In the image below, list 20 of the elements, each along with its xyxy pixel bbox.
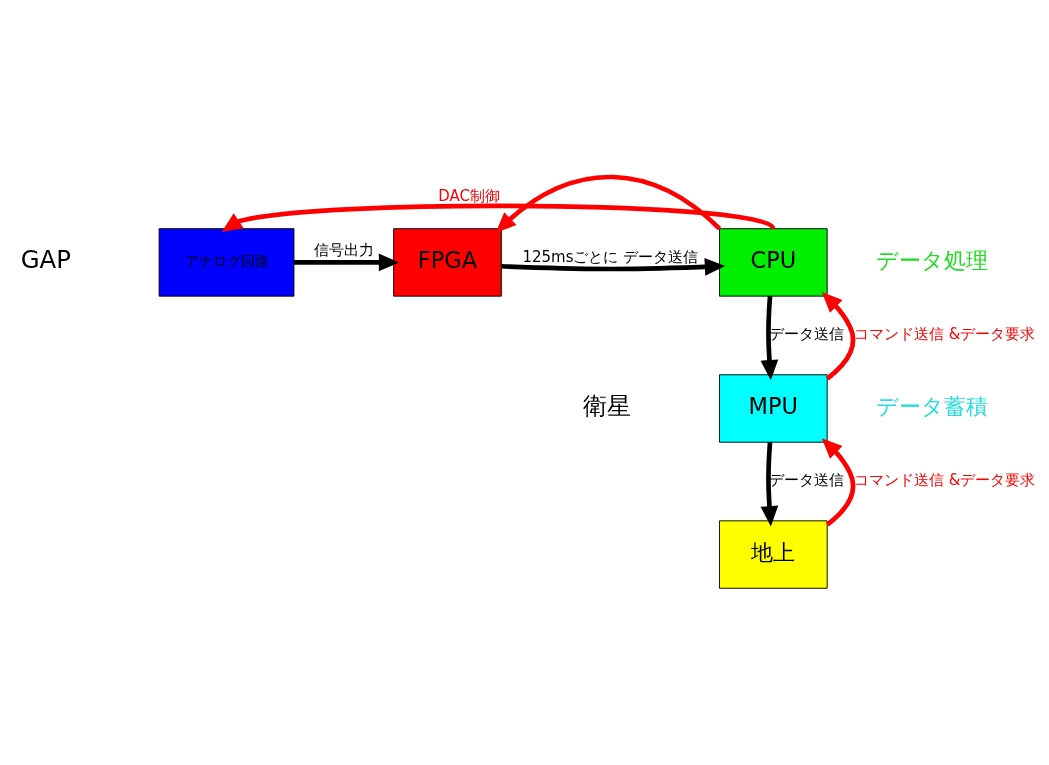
label: 衛星 bbox=[582, 391, 631, 421]
label: GAP bbox=[20, 245, 71, 275]
node-box: CPU bbox=[719, 228, 828, 297]
node-label: データ処理 bbox=[876, 247, 989, 274]
node-box: 地上 bbox=[719, 520, 828, 589]
arrow bbox=[495, 174, 722, 233]
arrow bbox=[221, 203, 775, 232]
edge-label: コマンド送信 &データ要求 bbox=[853, 325, 1036, 344]
arrow bbox=[821, 292, 856, 381]
node-label: データ蓄積 bbox=[876, 393, 989, 420]
edge-label: 信号出力 bbox=[313, 240, 374, 259]
edge-label: DAC制御 bbox=[438, 187, 500, 206]
node-box: MPU bbox=[719, 374, 828, 443]
node-box: FPGA bbox=[393, 228, 502, 297]
edge-label: コマンド送信 &データ要求 bbox=[853, 471, 1036, 490]
arrow bbox=[501, 258, 726, 276]
arrow bbox=[821, 438, 856, 527]
node-box: アナログ回路 bbox=[158, 228, 295, 297]
arrow bbox=[294, 253, 400, 272]
edge-label: 125msごとに データ送信 bbox=[522, 248, 699, 267]
